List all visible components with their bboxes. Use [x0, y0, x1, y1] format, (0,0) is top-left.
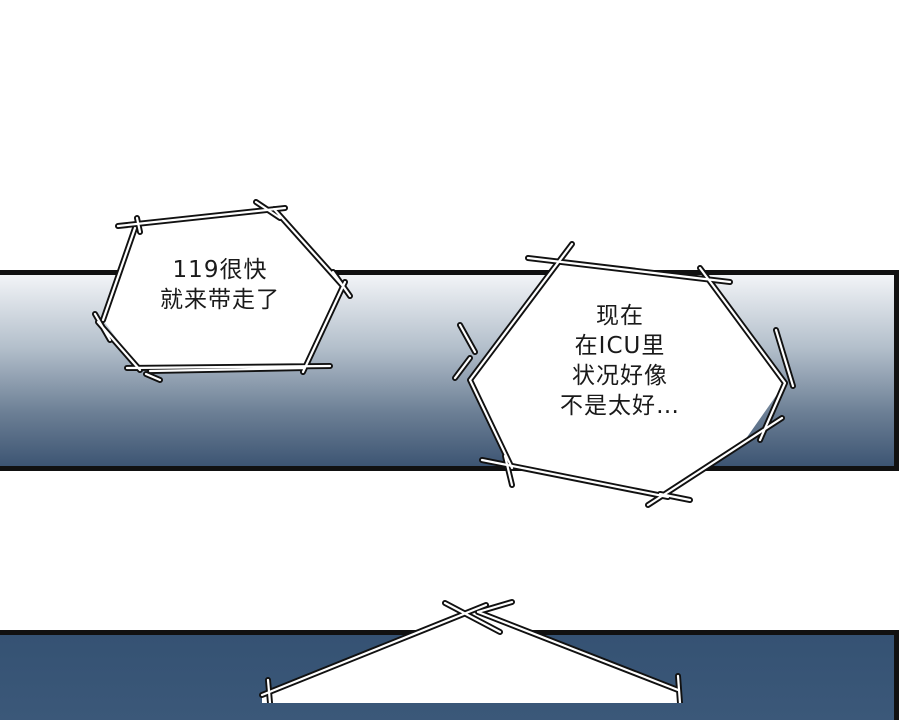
bubble-1-line-2: 就来带走了: [160, 287, 280, 313]
bubble-2-line-4: 不是太好…: [560, 393, 680, 419]
speech-bubble-1-text: 119很快 就来带走了: [130, 255, 310, 315]
speech-bubble-2-text: 现在 在ICU里 状况好像 不是太好…: [520, 301, 720, 421]
speech-bubble-1: [92, 199, 353, 383]
speech-bubbles-layer: [92, 199, 796, 703]
speech-bubble-3: [259, 599, 683, 703]
speech-bubble-2: [452, 241, 796, 508]
bubble-1-line-1: 119很快: [172, 257, 268, 283]
bubble-2-line-1: 现在: [596, 303, 644, 329]
bubble-2-line-2: 在ICU里: [574, 333, 666, 359]
bubble-2-line-3: 状况好像: [572, 363, 668, 389]
